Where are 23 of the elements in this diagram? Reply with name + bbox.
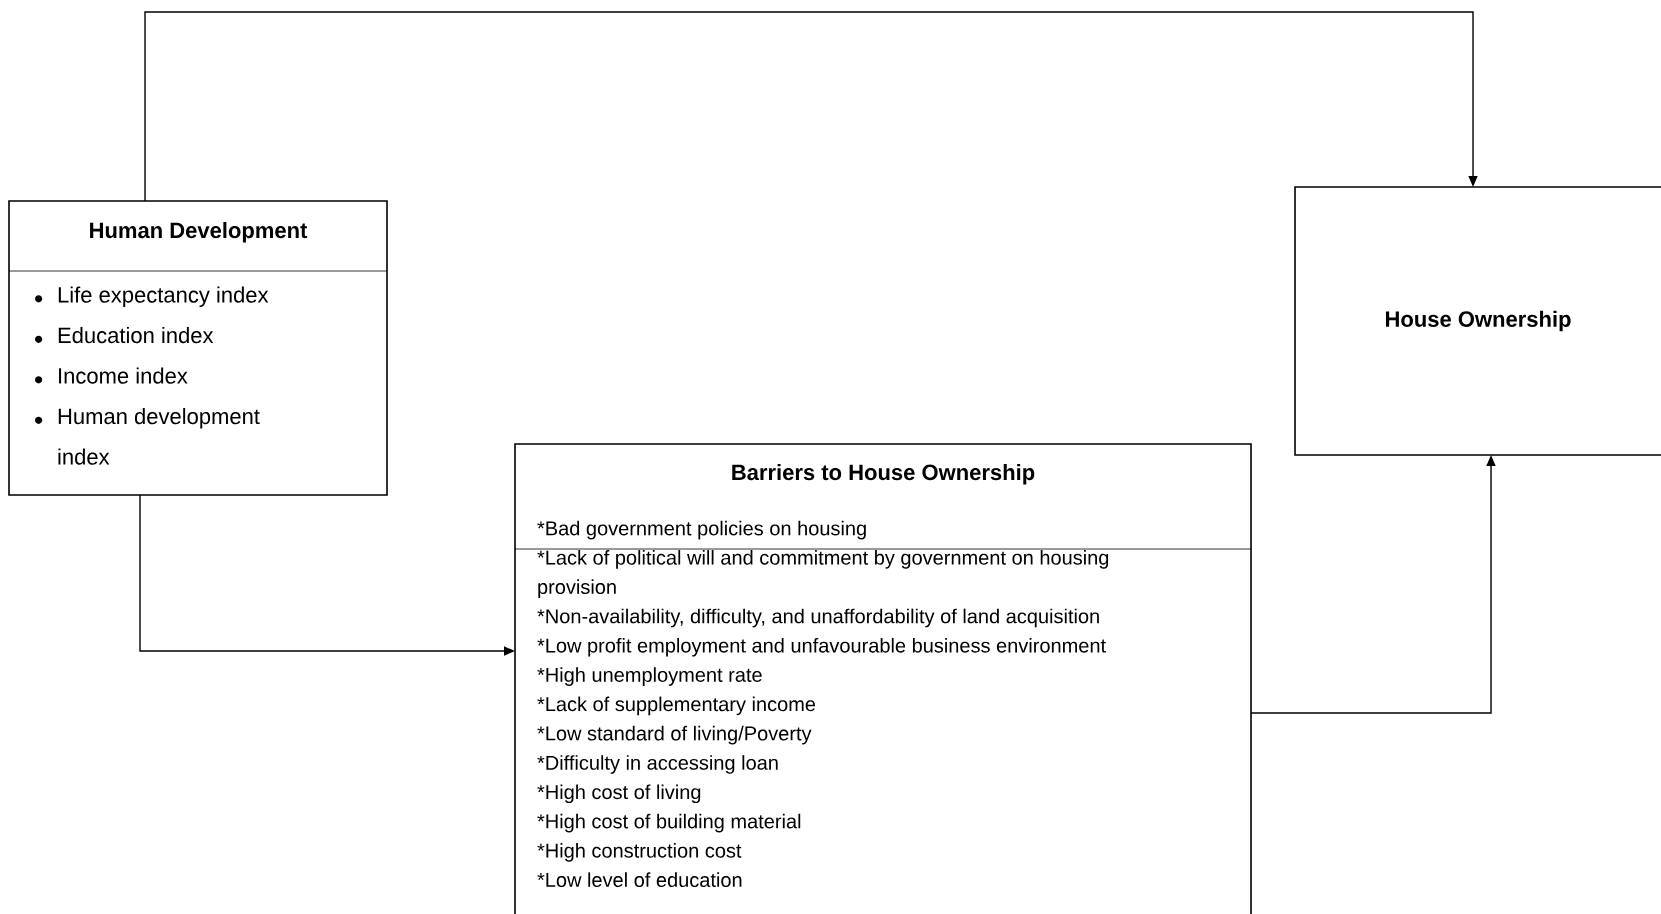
box-title: Human Development bbox=[90, 222, 308, 243]
list-item: *Bad government policies on housing bbox=[537, 520, 866, 540]
list-item: *Difficulty in accessing loan bbox=[537, 755, 778, 774]
list-item: *High unemployment rate bbox=[537, 667, 762, 686]
list-item: Life expectancy index bbox=[58, 286, 269, 307]
list-item: *Lack of supplementary income bbox=[537, 696, 816, 716]
list-item: *Low profit employment and unfavourable business environment bbox=[537, 637, 1106, 657]
process-box bbox=[514, 443, 1252, 914]
box-title: Barriers to House Ownership bbox=[732, 464, 1035, 485]
list-item: *Non-availability, difficulty, and unaffordability of land acquisition bbox=[537, 608, 1099, 628]
list-item: Income index bbox=[59, 367, 188, 384]
box-title: House Ownership bbox=[1386, 310, 1571, 332]
list-item: Human development index bbox=[58, 408, 260, 465]
list-item: *High cost of building material bbox=[537, 813, 801, 833]
list-item: *Lack of political will and commitment by government on housing provision bbox=[537, 550, 1109, 598]
process-box bbox=[1294, 186, 1661, 456]
list-item: Education index bbox=[58, 327, 214, 344]
list-item: *High cost of living bbox=[537, 784, 701, 804]
list-item: *High construction cost bbox=[537, 843, 742, 862]
process-box bbox=[8, 200, 388, 496]
arrow bbox=[144, 11, 1478, 202]
list-item: *Low level of education bbox=[537, 872, 742, 888]
list-item: *Low standard of living/Poverty bbox=[537, 725, 812, 745]
